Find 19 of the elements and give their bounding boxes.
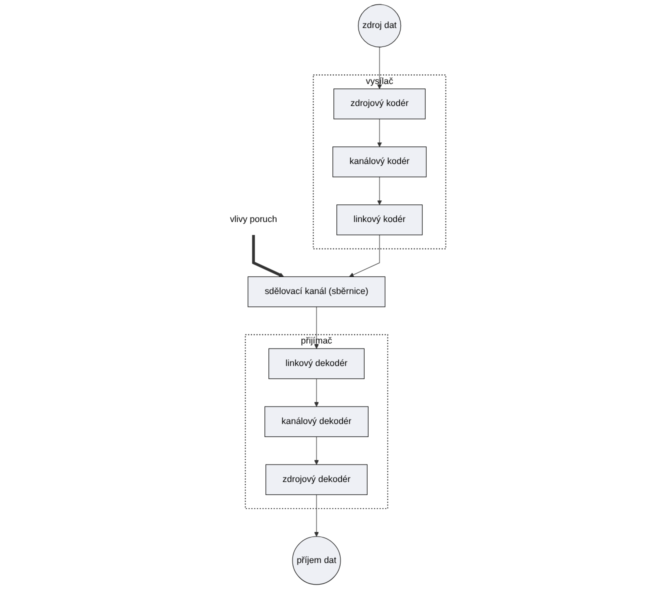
arrow (314, 436, 319, 465)
node-box: zdrojový kodér (334, 88, 426, 120)
arrow (314, 306, 319, 349)
arrow (377, 46, 382, 90)
node-box: zdrojový dekodér (266, 464, 368, 495)
node-circle: příjem dat (292, 536, 341, 585)
arrow (252, 234, 284, 278)
arrow (314, 494, 319, 537)
arrow (314, 378, 319, 407)
node-box: kanálový kodér (332, 146, 427, 178)
node-box: kanálový dekodér (264, 406, 368, 437)
node-box: sdělovací kanál (sběrnice) (248, 276, 386, 308)
node-circle: zdroj dat (358, 4, 402, 48)
arrow (377, 176, 382, 206)
arrow (377, 118, 382, 148)
arrow (349, 234, 380, 278)
node-box: linkový kodér (336, 204, 423, 236)
node-text: vlivy poruch (230, 214, 278, 224)
node-box: linkový dekodér (268, 348, 364, 380)
